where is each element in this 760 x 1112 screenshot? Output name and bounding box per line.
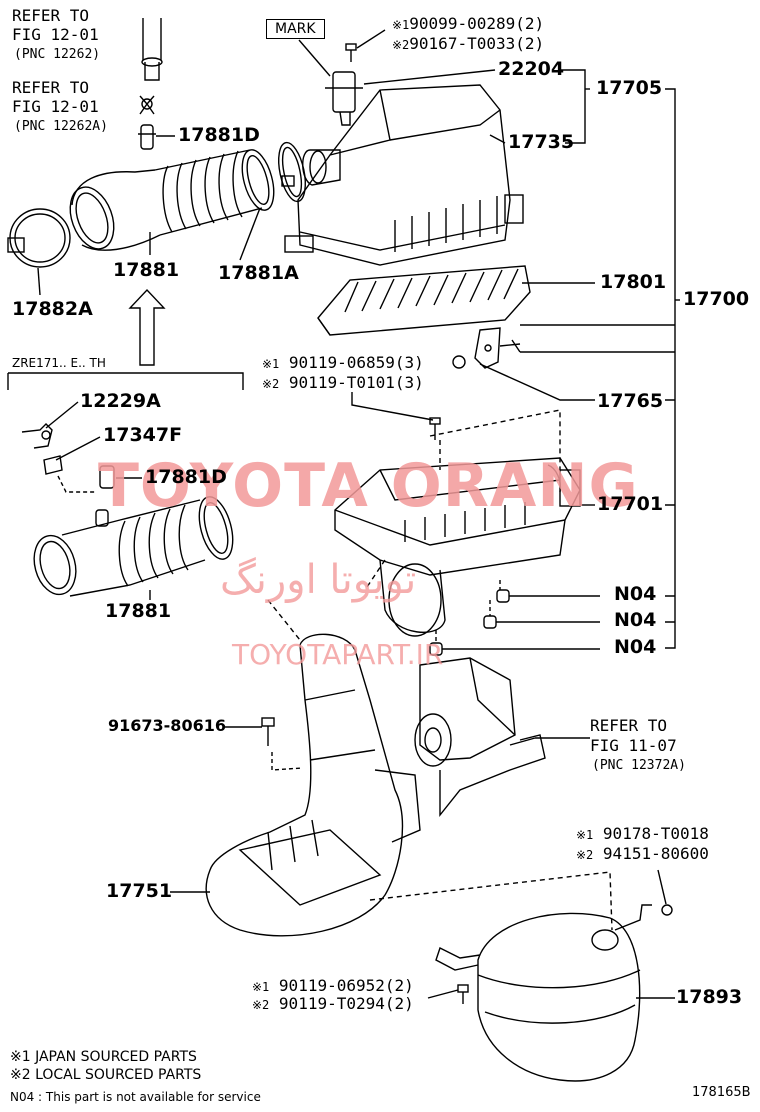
clamp-17881a [278,141,306,203]
part-17881a: 17881A [218,262,299,284]
sourced-4b: ※2 90119-T0294(2) [252,994,414,1013]
sourced-1b: ※290167-T0033(2) [392,34,545,53]
mount-bracket [414,657,546,817]
part-17735: 17735 [508,131,575,153]
part-91673-80616: 91673-80616 [108,716,226,735]
intake-hose-upper [69,149,275,251]
part-17881d-low: 17881D [145,466,227,488]
part-17882a: 17882A [12,298,93,320]
ref-mid-line2: FIG 11-07 [590,736,677,755]
watermark-farsi: تویوتا اورنگ [220,557,417,603]
bolt-91673 [261,717,275,746]
part-17700: 17700 [683,288,750,310]
part-n04-b: N04 [614,609,657,631]
resonator-17893 [435,904,652,1082]
part-17881d-top: 17881D [178,124,260,146]
sourced-3a: ※1 90178-T0018 [576,824,709,843]
figure-id: 178165B [692,1085,751,1100]
sourced-3b: ※2 94151-80600 [576,844,709,863]
part-17881-top: 17881 [113,259,180,281]
part-17751: 17751 [106,880,173,902]
filter-element [317,265,531,336]
sensor-22204 [325,71,363,126]
sourced-2b: ※2 90119-T0101(3) [262,373,424,392]
part-17705: 17705 [596,77,663,99]
ref-top2-line1: REFER TO [12,78,90,97]
grommet-n04-b [483,615,497,629]
part-22204: 22204 [498,58,565,80]
fitting-12229a [21,423,53,449]
bolt-top [345,43,357,62]
ref-top2-line3: (PNC 12262A) [14,119,108,134]
ref-mid-line3: (PNC 12372A) [592,758,686,773]
variant-box [7,372,244,390]
part-17801: 17801 [600,271,667,293]
air-cleaner-cap [284,84,524,266]
fitting-17881d-top [138,124,156,150]
watermark-site: TOYOTAPART.IR [232,638,444,671]
sourced-4a: ※1 90119-06952(2) [252,976,414,995]
hose-stub-top [141,18,163,81]
part-n04-a: N04 [614,583,657,605]
bracket-17765 [452,327,521,369]
arrow-up [128,288,166,366]
legend-japan: ※1 JAPAN SOURCED PARTS [10,1049,197,1065]
legend-n04: N04 : This part is not available for ser… [10,1090,261,1104]
part-17881-low: 17881 [105,600,172,622]
variant-label: ZRE171.. E.. TH [12,356,106,370]
ref-top2-line2: FIG 12-01 [12,97,99,116]
sourced-1a: ※190099-00289(2) [392,14,545,33]
ref-mid-line1: REFER TO [590,716,668,735]
clip-icon-top [139,95,155,115]
mark-label: MARK [266,19,325,39]
ref-top1-line3: (PNC 12262) [14,47,101,62]
part-12229a: 12229A [80,390,161,412]
intake-duct-17751 [205,633,421,937]
fitting-17881d-low [99,465,115,489]
part-17893: 17893 [676,986,743,1008]
sourced-2a: ※1 90119-06859(3) [262,353,424,372]
part-17347f: 17347F [103,424,183,446]
ref-top1-line2: FIG 12-01 [12,25,99,44]
bolt-lower [457,984,469,1004]
legend-local: ※2 LOCAL SOURCED PARTS [10,1067,202,1083]
part-17701: 17701 [597,493,664,515]
clamp-17882a [7,208,71,268]
part-17765: 17765 [597,390,664,412]
ref-top1-line1: REFER TO [12,6,90,25]
air-cleaner-case [334,457,581,637]
part-n04-c: N04 [614,636,657,658]
grommet-n04-a [496,589,510,603]
hose-17347f [43,455,63,475]
watermark-main: TOYOTA ORANG [98,451,639,521]
intake-hose-lower [33,496,234,597]
screw-mid [429,417,441,440]
